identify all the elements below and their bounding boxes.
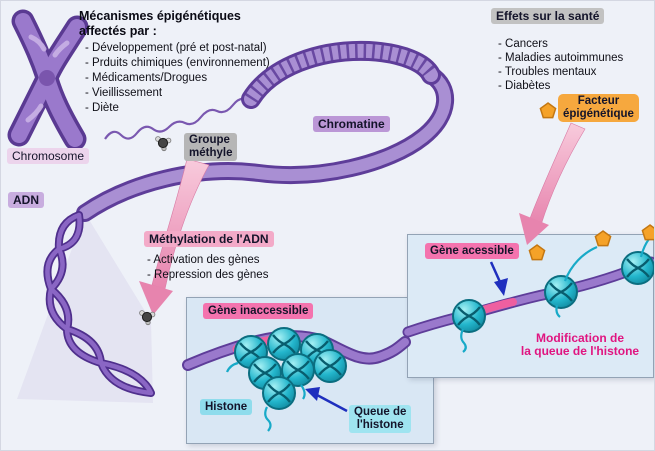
methyl-group-icon — [155, 136, 172, 152]
chromosome-label: Chromosome — [7, 148, 90, 164]
histone-tail-label: Queue de l'histone — [349, 405, 412, 433]
methyl-group-label: Groupe méthyle — [184, 133, 238, 161]
health-effects-title: Effets sur la santé — [491, 8, 605, 24]
chromosome-illustration — [7, 9, 89, 151]
list-item: - Vieillissement — [85, 87, 163, 99]
list-item: - Diabètes — [498, 80, 551, 92]
methylation-list: - Activation des gènes - Repression des … — [147, 253, 268, 283]
chromatine-label: Chromatine — [313, 116, 390, 132]
epigenetic-factor-icon — [539, 102, 557, 119]
methyl-group-icon — [139, 310, 156, 326]
mechanisms-list: - Développement (pré et post-natal) - Pr… — [85, 41, 270, 116]
list-item: - Prduits chimiques (environnement) — [85, 57, 270, 69]
chromatin-coil — [241, 40, 441, 109]
zoom-beam — [17, 213, 153, 403]
list-item: - Cancers — [498, 38, 548, 50]
mechanisms-title: Mécanismes épigénétiques affectés par : — [79, 9, 241, 38]
methylation-title: Méthylation de l'ADN — [144, 231, 274, 247]
factor-arrow — [519, 122, 586, 245]
list-item: - Diète — [85, 102, 119, 114]
dna-helix — [43, 211, 155, 397]
epigenetic-factor-label: Facteur épigénétique — [558, 94, 639, 122]
health-effects-list: - Cancers - Maladies autoimmunes - Troub… — [498, 37, 623, 93]
centromere — [39, 70, 55, 86]
histone-label: Histone — [200, 399, 253, 415]
gene-accessible-label: Gène acessible — [425, 243, 519, 259]
adn-label: ADN — [8, 192, 44, 208]
list-item: - Activation des gènes — [147, 254, 260, 266]
histone-tail-modification-label: Modification de la queue de l'histone — [520, 331, 640, 358]
list-item: - Repression des gènes — [147, 269, 269, 281]
list-item: - Troubles mentaux — [498, 66, 597, 78]
list-item: - Maladies autoimmunes — [498, 52, 624, 64]
list-item: - Développement (pré et post-natal) — [85, 42, 267, 54]
gene-inaccessible-label: Gène inaccessible — [203, 303, 314, 319]
list-item: - Médicaments/Drogues — [85, 72, 208, 84]
